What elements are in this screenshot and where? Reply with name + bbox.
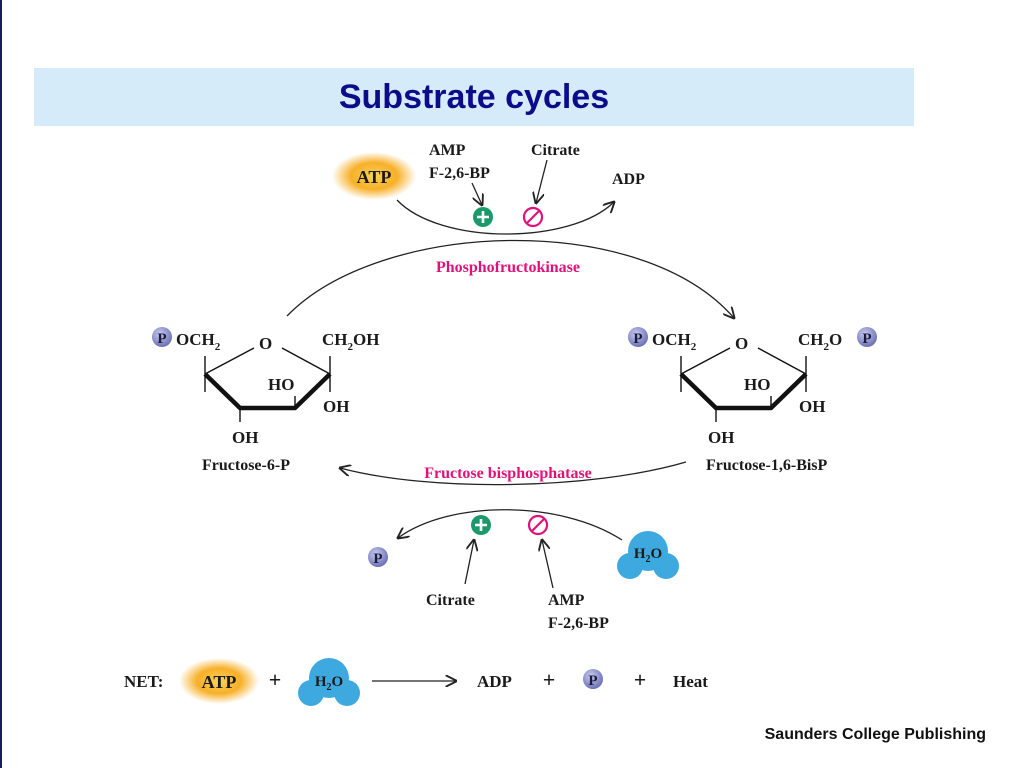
left-oh-bottom: OH (232, 428, 258, 447)
upper-inhibit-icon (522, 206, 544, 228)
fructose-6-p-label: Fructose-6-P (202, 457, 290, 474)
net-equation: NET: ATP + H2O ADP + P + Heat (124, 658, 708, 706)
right-ch2o: CH2O (798, 330, 842, 353)
left-ch2oh: CH2OH (322, 330, 379, 353)
net-plus-3: + (634, 667, 647, 692)
upper-plus-glyph (477, 211, 489, 223)
lower-plus-glyph (475, 519, 487, 531)
phosphate-label-right-left: P (633, 331, 642, 347)
left-ring-bold-edge (203, 372, 332, 411)
right-ring-bold-edge (679, 372, 808, 411)
atp-glow-net (179, 658, 259, 704)
lower-inhibitor-arrow (542, 540, 554, 589)
phosphate-icon-right-left (628, 327, 648, 347)
lower-inhibit-slash (531, 518, 545, 532)
fructose-6-p-structure: P OCH2 O CH2OH HO OH OH Fructose-6-P (152, 327, 379, 474)
net-plus-2: + (543, 667, 556, 692)
left-edge-rule (0, 0, 2, 768)
upper-inhibitor-arrow (536, 159, 548, 203)
phosphate-icon-net (583, 669, 603, 689)
right-oh-right: OH (799, 397, 825, 416)
right-ring-bonds (680, 356, 807, 422)
left-och2: OCH2 (176, 330, 221, 353)
upper-activator-f26bp: F-2,6-BP (429, 165, 490, 182)
lower-activator-arrow (464, 540, 474, 585)
atp-to-adp-arrow (396, 199, 614, 235)
fructose-16-bisp-structure: P OCH2 O CH2O P HO OH OH Fructose-1,6-Bi… (628, 327, 877, 474)
left-ho: HO (268, 375, 294, 394)
left-oh-right: OH (323, 397, 349, 416)
upper-inhibitor-citrate: Citrate (531, 142, 580, 159)
lower-inhibitor-f26bp: F-2,6-BP (548, 615, 609, 632)
right-oh-bottom: OH (708, 428, 734, 447)
right-ring-oxygen: O (735, 334, 748, 353)
phosphate-icon-left (152, 327, 172, 347)
net-plus-1: + (269, 667, 282, 692)
pfk-enzyme-label: Phosphofructokinase (436, 259, 580, 276)
fbpase-main-arrow (340, 461, 687, 486)
atp-glow-upper (332, 152, 416, 200)
upper-inhibit-slash (526, 210, 540, 224)
atp-label-upper: ATP (357, 167, 392, 187)
phosphate-icon-right-right (857, 327, 877, 347)
phosphate-label-left: P (157, 331, 166, 347)
upper-activator-arrow (471, 182, 482, 205)
upper-activator-amp: AMP (429, 142, 466, 159)
lower-inhibit-icon (527, 514, 549, 536)
adp-label-upper: ADP (612, 171, 645, 188)
lower-inhibitor-amp: AMP (548, 592, 585, 609)
phosphate-label-released: P (373, 551, 382, 567)
pfk-main-arrow (286, 239, 734, 318)
left-ring-oxygen: O (259, 334, 272, 353)
fbpase-enzyme-label: Fructose bisphosphatase (424, 465, 592, 482)
publisher-credit: Saunders College Publishing (764, 726, 986, 743)
title-band: Substrate cycles (34, 68, 914, 126)
heat-label: Heat (673, 672, 708, 691)
right-ho: HO (744, 375, 770, 394)
water-label-lower: H2O (634, 546, 662, 565)
left-ring-bonds (204, 356, 331, 422)
right-ring-edge (680, 347, 807, 375)
atp-label-net: ATP (202, 672, 237, 692)
upper-reaction: ATP AMP F-2,6-BP Citrate ADP Phosphofruc… (286, 142, 734, 318)
water-icon-lower (617, 531, 679, 579)
adp-label-net: ADP (477, 672, 512, 691)
water-to-phosphate-arrow (398, 509, 623, 541)
phosphate-label-right-right: P (862, 331, 871, 347)
lower-activator-citrate: Citrate (426, 592, 475, 609)
lower-reaction: Fructose bisphosphatase P H2O Citrate AM… (340, 461, 687, 632)
right-och2: OCH2 (652, 330, 697, 353)
slide-title: Substrate cycles (338, 78, 610, 116)
net-label: NET: (124, 672, 163, 691)
left-ring-edge (204, 347, 331, 375)
phosphate-label-net: P (588, 673, 597, 689)
fructose-16-bisp-label: Fructose-1,6-BisP (706, 457, 828, 474)
water-label-net: H2O (315, 674, 343, 693)
water-icon-net (298, 658, 360, 706)
phosphate-icon-released (368, 547, 388, 567)
